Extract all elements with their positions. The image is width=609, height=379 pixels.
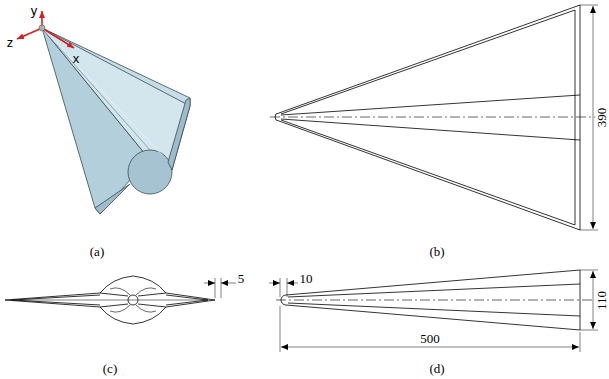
side-view (269, 270, 598, 352)
view-caption: (d) (429, 362, 444, 375)
dimension: 10 (300, 272, 313, 285)
dimension: 390 (596, 106, 609, 128)
dimension: 500 (420, 332, 440, 345)
view-caption: (b) (429, 245, 444, 258)
dimension: 5 (238, 272, 245, 285)
front-view (5, 276, 236, 324)
axis-label: z (7, 36, 14, 49)
axis-arrows (17, 11, 74, 48)
axis-label: y (31, 4, 38, 17)
view-caption: (a) (90, 245, 104, 258)
axis-label: x (73, 52, 80, 65)
iso-view (42, 28, 190, 214)
view-caption: (c) (103, 362, 117, 375)
top-view (270, 5, 598, 230)
dimension: 110 (596, 289, 609, 310)
